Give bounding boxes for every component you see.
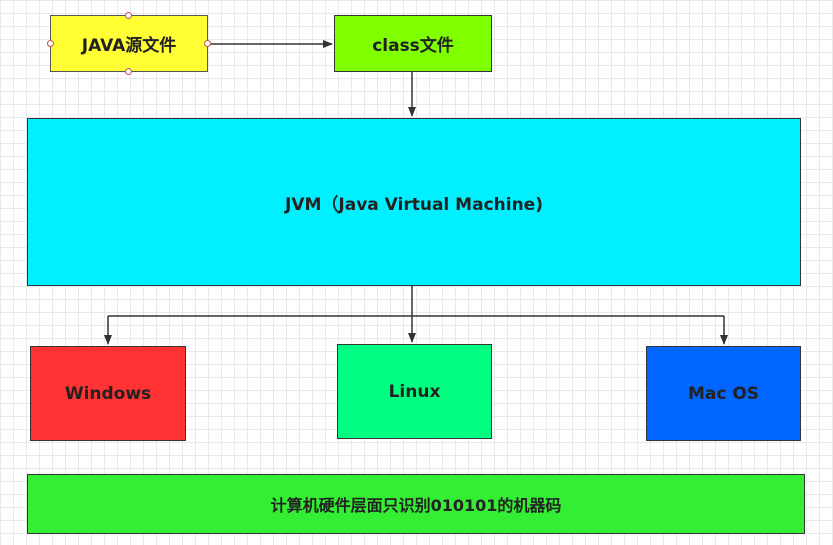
macos-node[interactable]: Mac OS (646, 346, 801, 441)
selection-handle-left[interactable] (47, 40, 54, 47)
linux-node[interactable]: Linux (337, 344, 492, 439)
jvm-node[interactable]: JVM（Java Virtual Machine) (27, 118, 801, 286)
linux-label: Linux (388, 381, 441, 402)
windows-label: Windows (64, 383, 152, 404)
java-source-label: JAVA源文件 (81, 36, 177, 56)
hardware-label: 计算机硬件层面只识别010101的机器码 (270, 496, 562, 515)
class-file-label: class文件 (372, 36, 454, 56)
windows-node[interactable]: Windows (30, 346, 186, 441)
selection-handle-top[interactable] (125, 12, 132, 19)
jvm-label: JVM（Java Virtual Machine) (285, 194, 543, 215)
java-source-node[interactable]: JAVA源文件 (50, 15, 208, 72)
class-file-node[interactable]: class文件 (334, 15, 492, 72)
macos-label: Mac OS (687, 383, 760, 404)
selection-handle-bottom[interactable] (125, 68, 132, 75)
selection-handle-right[interactable] (204, 40, 211, 47)
hardware-node[interactable]: 计算机硬件层面只识别010101的机器码 (27, 474, 805, 534)
